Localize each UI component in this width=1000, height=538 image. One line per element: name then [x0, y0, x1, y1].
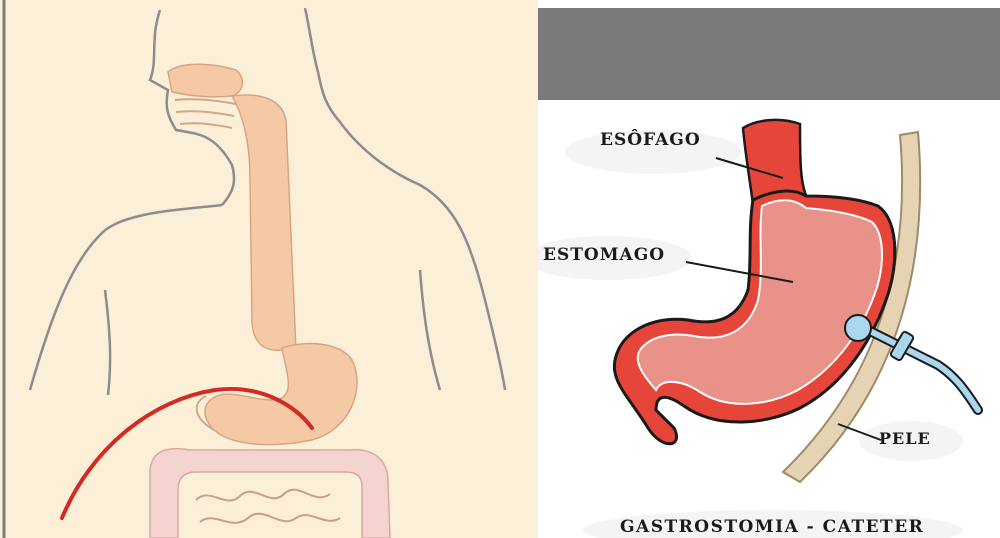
- body-outline-drawing: [0, 0, 538, 538]
- estomago-label: ESTOMAGO: [543, 245, 665, 265]
- gastrostomy-drawing: [538, 0, 1000, 538]
- top-gray-bar: [538, 8, 1000, 100]
- pele-label: PELE: [879, 429, 931, 448]
- diagram-caption: GASTROSTOMIA - CATETER: [620, 517, 924, 537]
- catheter-balloon: [845, 315, 871, 341]
- esofago-label: ESÔFAGO: [600, 130, 701, 150]
- nasal-cavity: [168, 64, 242, 97]
- gastrostomy-diagram-panel: ESÔFAGO ESTOMAGO PELE GASTROSTOMIA - CAT…: [538, 0, 1000, 538]
- body-illustration-panel: [0, 0, 538, 538]
